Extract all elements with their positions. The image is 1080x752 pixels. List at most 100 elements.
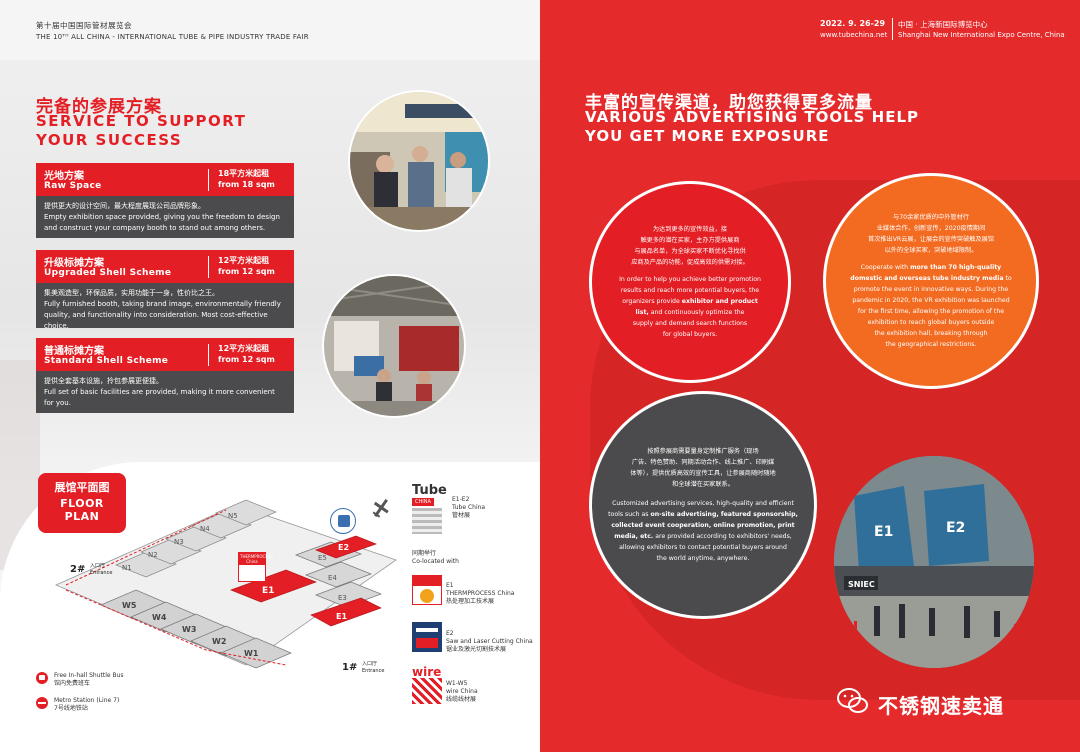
c2-cn-4: 以外的全球买家，突破地域限制。 (884, 247, 978, 254)
exhibitor-list-circle: 为达到更多的宣传效益，接 触更多的潜在买家，主办方提供展商 与展品名单，为全球买… (592, 184, 788, 380)
fair-location-cn: 中国 · 上海新国际博览中心 (898, 20, 988, 29)
shuttle-bus-cn: 馆内免费班车 (54, 680, 91, 687)
c3-en-1: Customized advertising services, high-qu… (612, 500, 794, 507)
c2-en-1: Cooperate with (860, 264, 909, 271)
hall-label-e1-lower: E1 (336, 612, 347, 621)
bus-icon (36, 672, 48, 684)
tube-logo-graphic (412, 508, 442, 534)
divider (208, 169, 209, 191)
hall-e1-lower-highlight (310, 597, 382, 627)
entrance-1-number: 1# (342, 662, 357, 673)
tube-logo: Tube (412, 483, 447, 498)
colocated-cn: 同期举行 (412, 550, 437, 557)
entrance-1-label-en: Entrance (362, 668, 384, 674)
c2-cn-3: 首次推出VR云展，让展会的宣传突破触及展馆 (867, 236, 995, 243)
plan-desc-cn: 集美观造型，环保品质，实用功能于一身，性价比之王。 (44, 289, 219, 297)
saw-callout-icon (330, 508, 356, 534)
hall-label-e1: E1 (262, 586, 274, 596)
colocated-en: Co-located with (412, 558, 459, 565)
plan-description: 提供更大的设计空间，最大程度展现公司品牌形象。 Empty exhibition… (36, 196, 294, 238)
plan-desc-en-2: quality, and functionality into consider… (44, 311, 268, 330)
tube-halls: E1-E2 (452, 496, 470, 503)
c2-en-4: pandemic in 2020, the VR exhibition was … (852, 297, 1010, 304)
thermprocess-hall: E1 (446, 582, 454, 589)
c3-cn-1: 按照参展商需要量身定制推广服务（现场 (647, 448, 759, 455)
fair-date: 2022. 9. 26-29 (820, 19, 886, 28)
c3-en-2: tools such as (608, 511, 649, 518)
hall-label-e5: E5 (318, 554, 327, 562)
legend-colocated: 同期举行 Co-located with (412, 550, 459, 566)
metro-en: Metro Station (Line 7) (54, 697, 120, 704)
c2-en-6: exhibition to reach global buyers outsid… (867, 319, 995, 326)
c2-en-8: the geographical restrictions. (885, 341, 977, 348)
c3-cn-4: 和全球潜在买家联系。 (672, 481, 734, 488)
hall-label-n5: N5 (228, 512, 238, 520)
advertising-title-en: VARIOUS ADVERTISING TOOLS HELP YOU GET M… (585, 108, 919, 146)
thermprocess-name: THERMPROCESS China (446, 590, 515, 597)
plan-description: 提供全套基本设施，拎包参展更便捷。 Full set of basic faci… (36, 371, 294, 413)
plan-standard-shell: 普通标摊方案 Standard Shell Scheme 12平方米起租 fro… (36, 338, 294, 413)
wire-hall: W1-W5 (446, 680, 468, 687)
shuttle-bus-en: Free In-hall Shuttle Bus (54, 672, 124, 679)
c1-en-6: for global buyers. (662, 331, 718, 338)
plan-name-en: Standard Shell Scheme (44, 356, 169, 366)
c2-en-1b: more than 70 high-quality (910, 264, 1002, 271)
tube-name-cn: 管材展 (452, 512, 471, 519)
hall-label-w1: W1 (244, 649, 259, 658)
wire-logo: wire (412, 665, 442, 679)
plan-header: 升级标摊方案 Upgraded Shell Scheme 12平方米起租 fro… (36, 250, 294, 283)
c3-en-4: media, etc. (614, 533, 654, 540)
section-title-en: SERVICE TO SUPPORT YOUR SUCCESS (36, 112, 246, 150)
custom-services-circle: 按照参展商需要量身定制推广服务（现场 广告、特色赞助、同期活动合作、线上推广、印… (592, 394, 814, 616)
photo-hall-e1: E1 (874, 524, 893, 540)
section-title-en-line2: YOUR SUCCESS (36, 131, 183, 149)
plan-price-cn: 18平方米起租 (218, 169, 270, 178)
c1-en-1: In order to help you achieve better prom… (619, 276, 761, 283)
plan-desc-en-2: and construct your company booth to stan… (44, 224, 266, 232)
metro-cn: 7号线地铁站 (54, 705, 88, 712)
north-halls (115, 499, 277, 578)
metro-icon (36, 697, 48, 709)
wire-cn: 线缆线材展 (446, 696, 477, 703)
metro-route (65, 509, 227, 586)
airplane-icon (372, 498, 389, 518)
legend-tube-china-text: E1-E2 Tube China 管材展 (452, 496, 485, 520)
booth-photo-1 (350, 92, 488, 230)
advertising-title-cn: 丰富的宣传渠道，助您获得更多流量 (585, 93, 873, 113)
plan-description: 集美观造型，环保品质，实用功能于一身，性价比之王。 Fully furnishe… (36, 283, 294, 330)
wire-logo-graphic (412, 678, 442, 704)
c3-en-6: the world anytime, anywhere. (656, 555, 750, 562)
hall-label-e4: E4 (328, 574, 337, 582)
legend-wire-text: W1-W5 wire China 线缆线材展 (446, 680, 478, 704)
c2-cn-1: 与70余家优质的中外管材行 (893, 214, 969, 221)
wechat-icon (837, 688, 868, 713)
advertising-title-en-line2: YOU GET MORE EXPOSURE (585, 127, 830, 145)
fair-location-en: Shanghai New International Expo Centre, … (898, 31, 1065, 39)
floor-plan-map: N1 N2 N3 N4 N5 W5 W4 W3 W2 W1 E5 E4 E3 E… (54, 498, 397, 674)
c1-en-4b: and continuously optimize the (650, 309, 745, 316)
plan-desc-cn: 提供更大的设计空间，最大程度展现公司品牌形象。 (44, 202, 205, 210)
plan-desc-en-1: Fully furnished booth, taking brand imag… (44, 300, 281, 308)
thermprocess-callout: THERMPROCESS China (238, 552, 273, 582)
thermprocess-callout-logo: THERMPROCESS China (239, 553, 273, 565)
saw-logo (412, 622, 442, 652)
thermprocess-cn: 热处理加工技术展 (446, 598, 495, 605)
hall-label-n3: N3 (174, 538, 184, 546)
advertising-title-en-line1: VARIOUS ADVERTISING TOOLS HELP (585, 108, 920, 126)
hall-e1-highlight (230, 569, 317, 603)
legend-saw-text: E2 Saw and Laser Cutting China 锯业及激光切割技术… (446, 630, 533, 654)
plan-name-en: Upgraded Shell Scheme (44, 268, 172, 278)
c3-en-5: allowing exhibitors to contact potential… (619, 544, 787, 551)
plan-desc-cn: 提供全套基本设施，拎包参展更便捷。 (44, 377, 163, 385)
entrance-2-number: 2# (70, 564, 85, 575)
wire-name: wire China (446, 688, 478, 695)
plan-desc-en-1: Empty exhibition space provided, giving … (44, 213, 280, 221)
hall-label-w2: W2 (212, 637, 226, 646)
fair-name-cn: 第十届中国国际管材展览会 (36, 21, 132, 30)
c1-en-3b: exhibitor and product (681, 298, 758, 305)
floor-plan-badge: 展馆平面图 FLOOR PLAN (38, 473, 126, 533)
entrance-1-label-cn: 入口厅 (362, 661, 377, 667)
divider (208, 344, 209, 366)
entrance-2-label-en: Entrance (90, 570, 112, 576)
plan-name-cn: 普通标摊方案 (44, 346, 104, 357)
